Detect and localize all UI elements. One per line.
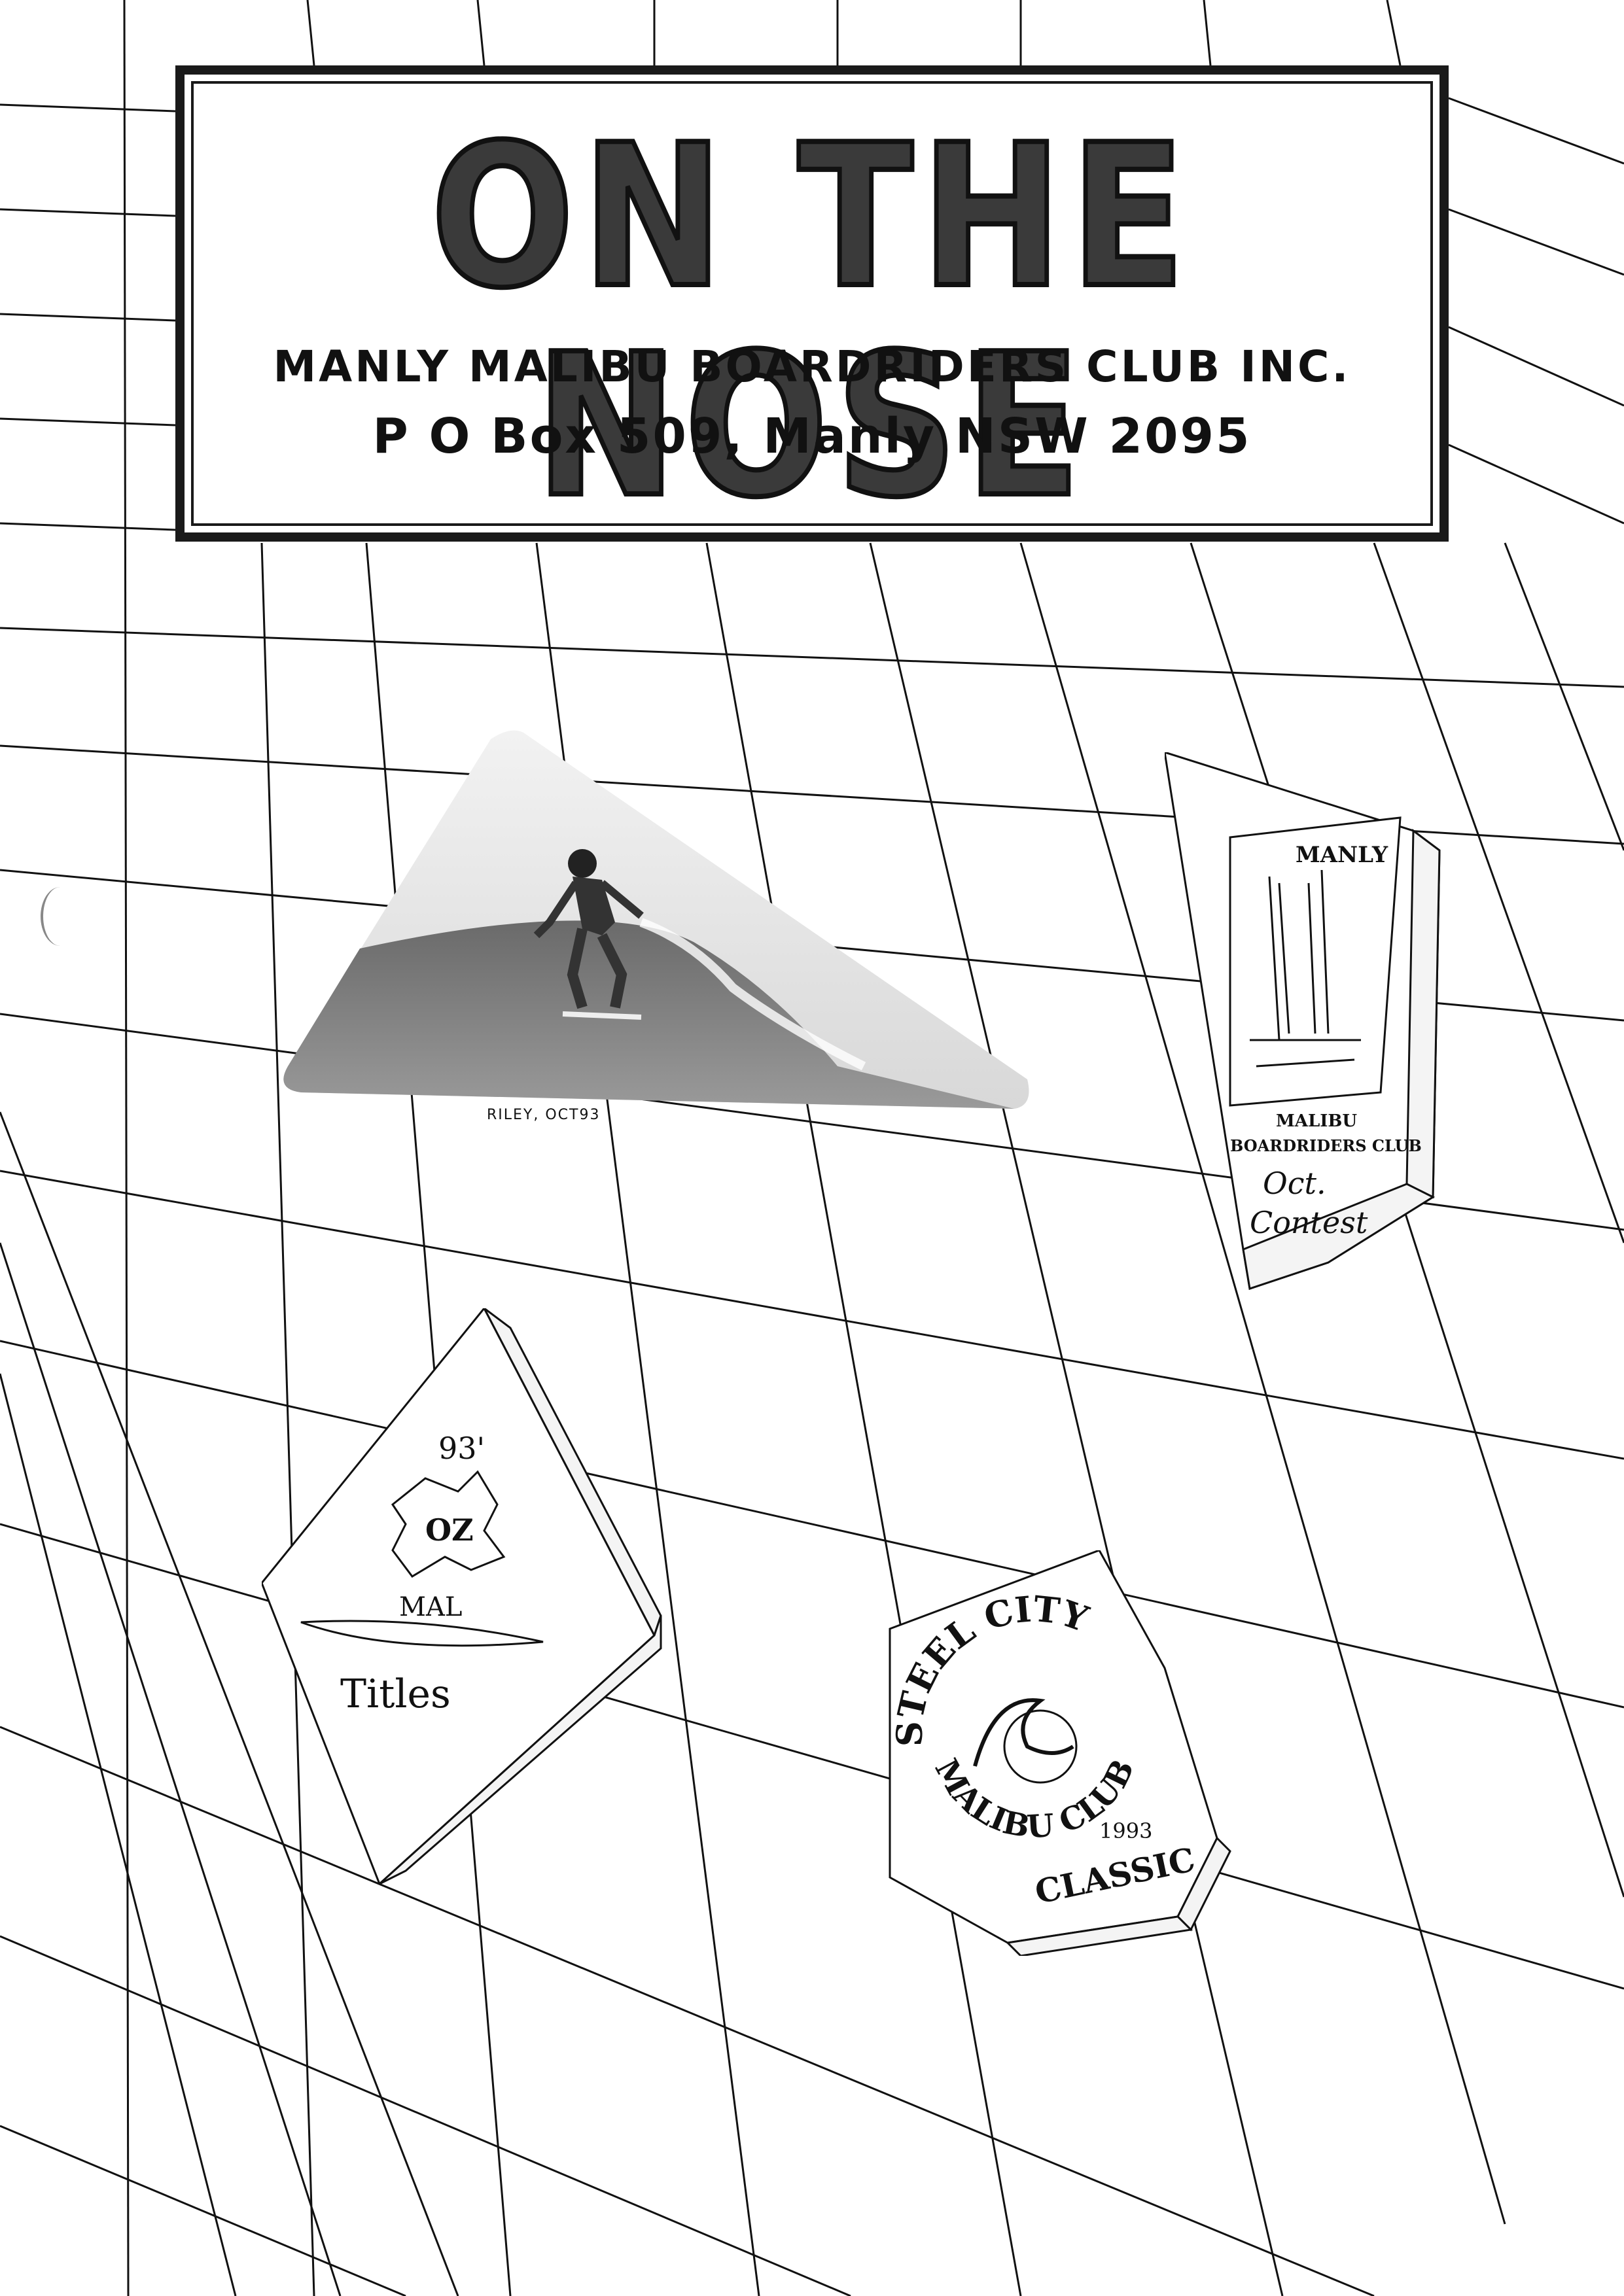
manly-contest-badge: MANLY MALIBU BOARDRIDERS CLUB Oct. Conte… — [1165, 752, 1441, 1290]
masthead: ON THE NOSE MANLY MALIBU BOARDRIDERS CLU… — [175, 65, 1449, 542]
oz-mal-titles-badge: 93' OZ MAL Titles — [262, 1308, 662, 1884]
masthead-inner-border — [191, 81, 1433, 526]
club-name: MANLY MALIBU BOARDRIDERS CLUB INC. — [273, 341, 1351, 392]
badge-boardriders-text: BOARDRIDERS CLUB — [1230, 1136, 1422, 1155]
wave-logo-icon — [973, 1698, 1078, 1784]
photo-caption: RILEY, OCT93 — [487, 1107, 601, 1123]
badge-titles-text: Titles — [340, 1671, 451, 1717]
surfer-figure — [533, 849, 644, 1020]
steel-city-badge: STEEL CITY MALIBU CLUB 1993 CLASSIC — [889, 1550, 1231, 1956]
badge-1993-text: 1993 — [1099, 1818, 1152, 1843]
badge-year-text: 93' — [438, 1431, 485, 1466]
club-address: P O Box 509, Manly NSW 2095 — [372, 408, 1252, 464]
badge-mal-text: MAL — [399, 1592, 462, 1622]
surfer-photo — [283, 730, 1029, 1109]
badge-malibu-text: MALIBU — [1276, 1111, 1357, 1131]
surfboard-icon — [300, 1620, 544, 1647]
cover-title: ON THE NOSE — [429, 103, 1193, 540]
manly-logo-text: MANLY — [1296, 842, 1388, 868]
punch-hole — [41, 887, 80, 946]
badge-contest-text: Contest — [1250, 1205, 1368, 1240]
badge-oz-text: OZ — [425, 1512, 474, 1548]
badge-oct-text: Oct. — [1263, 1166, 1326, 1201]
